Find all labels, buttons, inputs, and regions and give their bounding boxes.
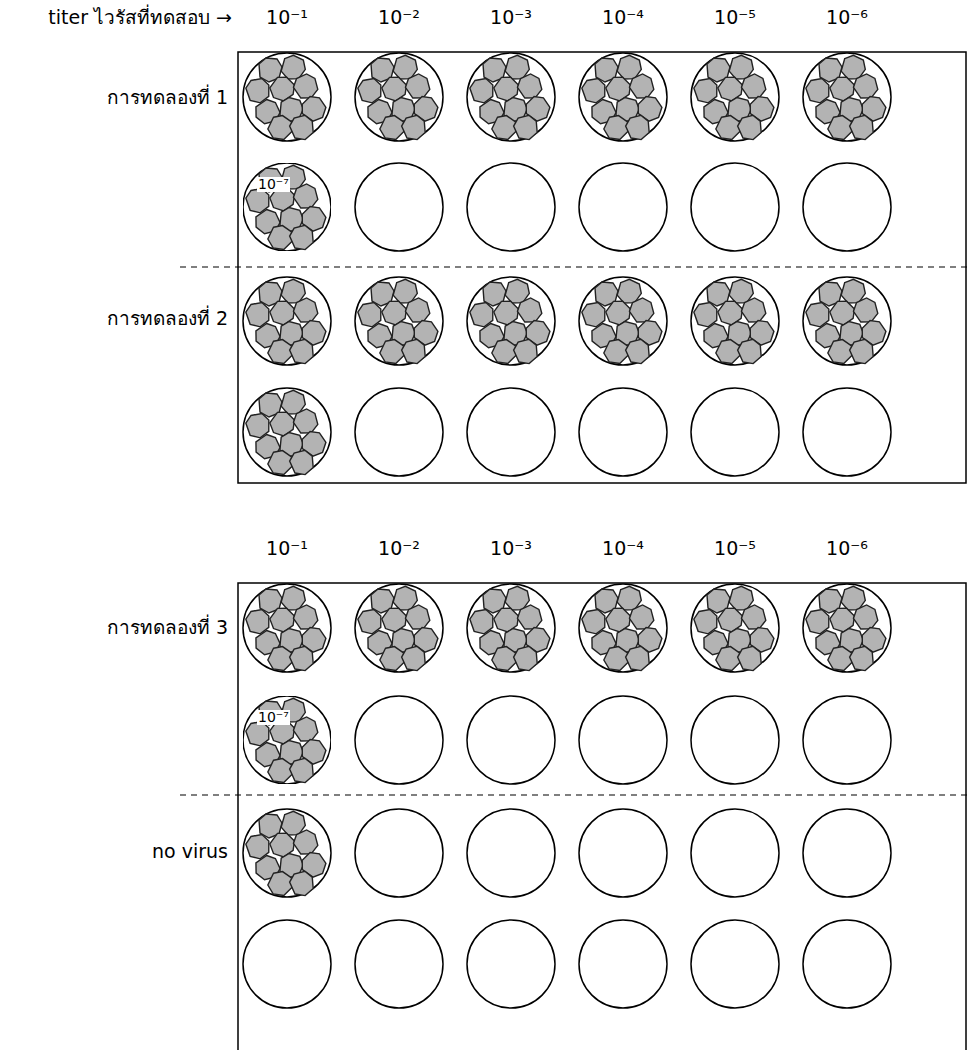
row-label: การทดลองที่ 1 bbox=[107, 86, 228, 109]
dilution-label: 10⁻¹ bbox=[266, 537, 308, 560]
dilution-label: 10⁻¹ bbox=[266, 6, 308, 29]
dilution-label: 10⁻⁷ bbox=[257, 177, 290, 192]
dilution-label: 10⁻⁷ bbox=[257, 710, 290, 725]
dilution-label: 10⁻³ bbox=[490, 6, 532, 29]
culture-well: 10⁻⁷ bbox=[243, 696, 331, 784]
dilution-label: 10⁻⁵ bbox=[714, 537, 756, 560]
dilution-label: 10⁻⁵ bbox=[714, 6, 756, 29]
dilution-label: 10⁻⁶ bbox=[826, 6, 868, 29]
dilution-label: 10⁻⁴ bbox=[602, 6, 644, 29]
row-label: การทดลองที่ 2 bbox=[107, 307, 228, 330]
dilution-label: 10⁻⁶ bbox=[826, 537, 868, 560]
dilution-label: 10⁻² bbox=[378, 537, 420, 560]
dilution-label: 10⁻⁴ bbox=[602, 537, 644, 560]
row-label: no virus bbox=[152, 840, 228, 863]
dilution-label: 10⁻³ bbox=[490, 537, 532, 560]
axis-title: titer ไวรัสที่ทดสอบ → bbox=[48, 6, 232, 29]
culture-well: 10⁻⁷ bbox=[243, 163, 331, 251]
row-label: การทดลองที่ 3 bbox=[107, 616, 228, 639]
dilution-label: 10⁻² bbox=[378, 6, 420, 29]
